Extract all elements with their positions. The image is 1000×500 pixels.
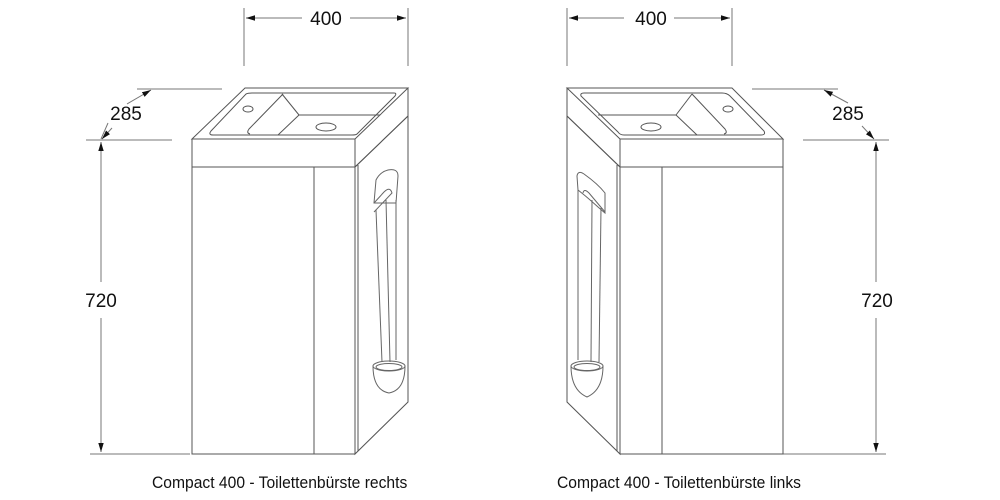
toilet-brush-left	[372, 169, 406, 394]
cabinet-left	[191, 114, 409, 456]
depth-dimension-right	[752, 88, 889, 141]
width-dimension-left	[243, 8, 409, 66]
depth-dimension-left	[86, 88, 222, 141]
right-drawing: 400 285 720	[565, 8, 893, 456]
height-dimension-right	[620, 142, 886, 455]
depth-label-right: 285	[832, 104, 864, 125]
width-dimension-right	[566, 8, 733, 66]
basin-left	[190, 87, 410, 168]
basin-right	[565, 87, 785, 168]
cabinet-right	[566, 114, 784, 456]
depth-label-left: 285	[110, 104, 142, 125]
caption-right: Compact 400 - Toilettenbürste links	[557, 473, 802, 492]
left-drawing: 400 285 720	[85, 8, 410, 456]
width-label-right: 400	[635, 9, 667, 30]
height-label-left: 720	[85, 291, 117, 312]
width-label-left: 400	[310, 9, 342, 30]
height-label-right: 720	[861, 291, 893, 312]
toilet-brush-right	[570, 171, 606, 398]
height-dimension-left	[90, 142, 190, 455]
caption-left: Compact 400 - Toilettenbürste rechts	[152, 473, 408, 492]
